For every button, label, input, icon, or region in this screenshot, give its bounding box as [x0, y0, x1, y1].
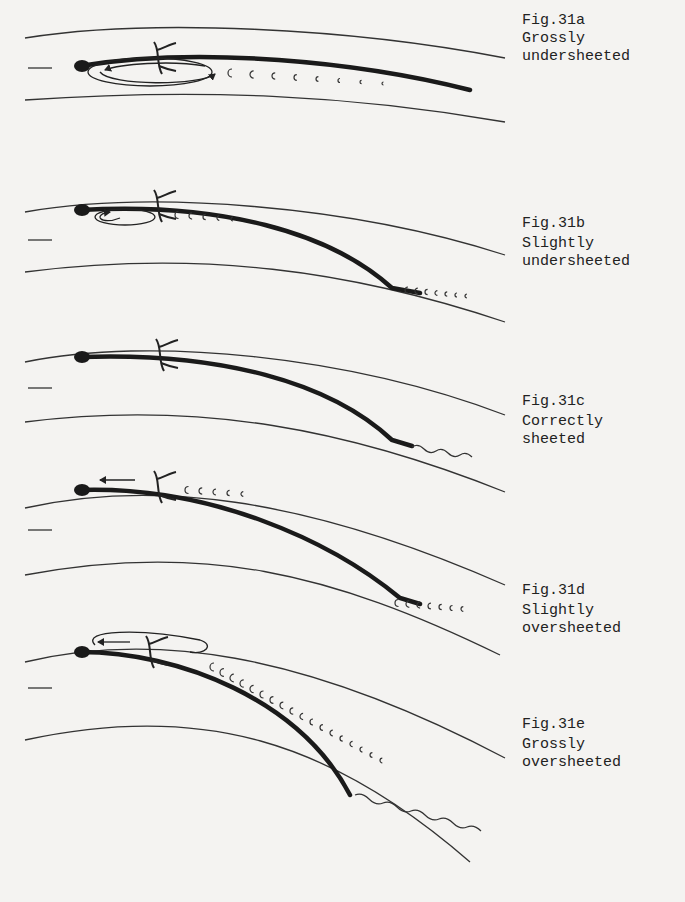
eddy-stroke — [280, 702, 283, 709]
eddy-stroke — [316, 77, 318, 82]
eddy-stroke — [228, 69, 232, 77]
eddy-stroke — [203, 214, 206, 219]
eddy-stroke — [217, 216, 219, 221]
eddy-stroke — [338, 79, 340, 83]
eddy-stroke — [465, 294, 467, 298]
eddy-stroke — [270, 697, 273, 704]
eddy-stroke — [294, 75, 297, 81]
eddy-stroke — [330, 730, 333, 736]
eddy-stroke — [360, 80, 362, 83]
eddy-stroke — [382, 82, 384, 85]
eddy-stroke — [450, 606, 453, 611]
figure-number: Fig.31e — [522, 716, 652, 734]
eddy-stroke — [220, 669, 224, 677]
eddy-stroke — [370, 753, 372, 758]
eddy-stroke — [415, 288, 418, 294]
eddy-stroke — [272, 73, 275, 79]
eddy-stroke — [320, 725, 323, 731]
eddy-stroke — [425, 289, 428, 294]
eddy-stroke — [405, 287, 408, 293]
eddy-stroke — [231, 217, 233, 221]
eddy-stroke — [395, 600, 399, 607]
eddy-stroke — [310, 719, 313, 725]
eddy-stroke — [260, 691, 263, 698]
eddy-stroke — [455, 293, 457, 297]
eddy-stroke — [461, 607, 463, 612]
figure-caption: Correctly sheeted — [522, 413, 652, 449]
figure-number: Fig.31c — [522, 393, 652, 411]
eddy-stroke — [290, 708, 293, 714]
eddy-stroke — [340, 736, 343, 741]
eddy-stroke — [241, 492, 243, 497]
eddy-stroke — [210, 663, 214, 671]
eddy-stroke — [445, 292, 447, 296]
figure-number: Fig.31d — [522, 582, 652, 600]
eddy-stroke — [428, 603, 431, 609]
eddy-stroke — [240, 680, 244, 687]
eddy-stroke — [185, 487, 189, 494]
eddy-stroke — [439, 604, 442, 609]
eddy-stroke — [227, 490, 230, 495]
turbulence-stroke — [355, 794, 481, 831]
figure-caption: Slightly undersheeted — [522, 235, 652, 271]
figure-number: Fig.31b — [522, 215, 652, 233]
eddy-stroke — [300, 713, 303, 719]
eddy-stroke — [175, 212, 178, 219]
eddy-stroke — [417, 602, 420, 608]
eddy-stroke — [406, 601, 409, 608]
eddy-stroke — [213, 489, 216, 495]
eddy-stroke — [360, 747, 363, 752]
eddy-stroke — [189, 213, 192, 219]
turbulence-stroke — [412, 445, 472, 457]
eddy-stroke — [250, 71, 254, 78]
eddy-stroke — [250, 685, 254, 692]
figure-caption: Grossly undersheeted — [522, 30, 652, 66]
figure-caption: Grossly oversheeted — [522, 736, 652, 772]
figure-caption: Slightly oversheeted — [522, 602, 652, 638]
eddy-stroke — [435, 291, 437, 296]
eddy-stroke — [380, 758, 382, 763]
eddy-stroke — [350, 741, 353, 746]
eddy-stroke — [199, 488, 202, 494]
eddy-stroke — [230, 674, 234, 682]
figure-number: Fig.31a — [522, 12, 652, 30]
